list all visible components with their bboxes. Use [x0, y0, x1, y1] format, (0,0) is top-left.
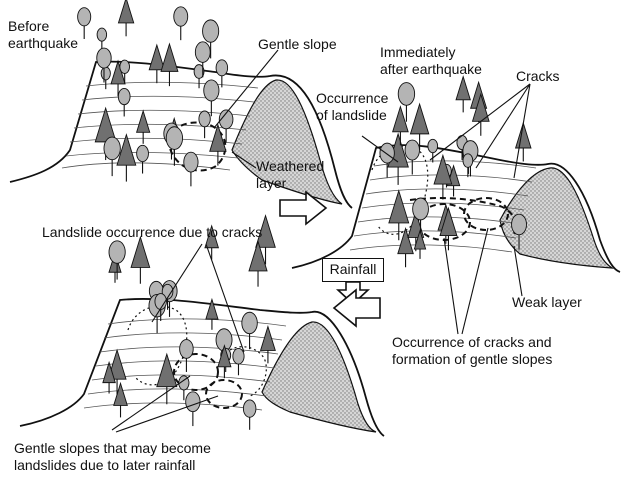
conifer-tree: [135, 109, 151, 144]
broadleaf-tree: [462, 153, 474, 178]
conifer-tree: [259, 324, 276, 364]
label-landslide-due-to-cracks: Landslide occurrence due to cracks: [42, 224, 263, 240]
broadleaf-tree: [154, 293, 167, 321]
broadleaf-tree: [178, 375, 190, 401]
conifer-tree: [204, 224, 220, 260]
label-gentle-slope: Gentle slope: [258, 36, 337, 52]
label-weak-layer: Weak layer: [512, 294, 582, 310]
leader-weak-layer: [513, 245, 523, 297]
broadleaf-tree: [117, 87, 131, 117]
broadleaf-tree: [96, 47, 112, 83]
arrow-to-rainfall-panel: [332, 288, 381, 328]
broadleaf-tree: [183, 151, 199, 187]
hill-after: [291, 75, 621, 273]
conifer-tree: [392, 105, 409, 146]
weathered-layer-rainfall: [261, 321, 377, 433]
landslide-scar-rainfall-b: [229, 346, 267, 397]
broadleaf-tree: [397, 82, 416, 122]
broadleaf-tree: [108, 240, 126, 280]
conifer-tree: [514, 121, 532, 162]
leader-later-rainfall-1: [111, 375, 191, 431]
broadleaf-tree: [103, 136, 121, 177]
crack-line-after: [409, 197, 517, 237]
conifer-tree: [433, 153, 453, 200]
gentle-slope-circle-a: [173, 353, 219, 391]
conifer-tree: [388, 189, 410, 241]
conifer-tree: [107, 348, 127, 395]
leader-cracks-1: [429, 83, 531, 161]
broadleaf-tree: [241, 311, 258, 350]
crack-circle-b: [463, 197, 509, 231]
label-occurrence-of-landslide: Occurrence of landslide: [316, 90, 389, 123]
label-before-earthquake: Before earthquake: [8, 18, 79, 51]
arrow-before-to-after: [279, 190, 328, 226]
conifer-tree: [156, 352, 178, 405]
conifer-tree: [455, 75, 471, 113]
leader-lines: [111, 49, 531, 433]
trees-before: [77, 0, 234, 187]
leader-landslide-cracks-2: [205, 243, 245, 353]
conifer-tree: [248, 240, 268, 287]
broadleaf-tree: [427, 138, 439, 163]
leader-occurrence-landslide: [361, 135, 399, 163]
broadleaf-tree: [193, 64, 205, 89]
broadleaf-tree: [232, 348, 245, 376]
conifer-tree: [116, 133, 137, 182]
broadleaf-tree: [404, 139, 420, 175]
conifer-tree: [413, 229, 427, 259]
trees-after: [379, 75, 532, 268]
conifer-tree: [205, 297, 219, 330]
conifer-tree: [217, 344, 232, 379]
leader-weathered-layer: [231, 151, 257, 169]
broadleaf-tree: [136, 144, 149, 174]
leader-landslide-cracks-1: [151, 243, 203, 323]
leader-cracks-gentle-1: [443, 237, 459, 335]
broadleaf-tree: [194, 41, 211, 78]
broadleaf-tree: [203, 79, 220, 117]
conifer-tree: [160, 42, 179, 87]
broadleaf-tree: [198, 110, 211, 139]
hill-rainfall: [19, 214, 385, 437]
broadleaf-tree: [96, 27, 108, 51]
conifer-tree: [439, 206, 458, 251]
conifer-tree: [255, 214, 276, 265]
leader-cracks-3: [513, 83, 531, 179]
weak-layer: [499, 167, 615, 269]
label-after-earthquake: Immediately after earthquake: [380, 44, 482, 77]
label-weathered-layer: Weathered layer: [256, 158, 325, 191]
conifer-tree: [102, 360, 116, 394]
leader-later-rainfall-2: [115, 395, 219, 433]
conifer-tree: [148, 43, 166, 84]
leader-gentle-slope: [213, 49, 279, 129]
broadleaf-tree: [379, 142, 395, 178]
conifer-tree: [117, 0, 135, 37]
broadleaf-tree: [165, 126, 184, 166]
broadleaf-tree: [218, 109, 234, 143]
conifer-tree: [397, 227, 414, 268]
broadleaf-tree: [77, 7, 92, 39]
label-later-rainfall: Gentle slopes that may become landslides…: [14, 440, 211, 473]
hill-before: [9, 0, 353, 209]
broadleaf-tree: [173, 6, 189, 41]
broadleaf-tree: [119, 59, 130, 84]
label-cracks: Cracks: [516, 68, 560, 84]
conifer-tree: [209, 123, 227, 166]
broadleaf-tree: [185, 391, 201, 427]
trees-rainfall: [102, 214, 276, 430]
gentle-slope-circle-b: [205, 379, 243, 409]
conifer-tree: [130, 235, 151, 284]
broadleaf-tree: [242, 399, 257, 430]
rainfall-box: Rainfall: [322, 258, 384, 282]
leader-cracks-gentle-2: [461, 227, 489, 335]
broadleaf-tree: [511, 213, 527, 250]
broadleaf-tree: [215, 59, 229, 88]
leader-cracks-2: [475, 83, 531, 169]
broadleaf-tree: [202, 19, 220, 59]
weathered-layer: [231, 79, 343, 205]
broadleaf-tree: [179, 339, 194, 372]
label-cracks-and-gentle-slopes: Occurrence of cracks and formation of ge…: [392, 334, 553, 367]
